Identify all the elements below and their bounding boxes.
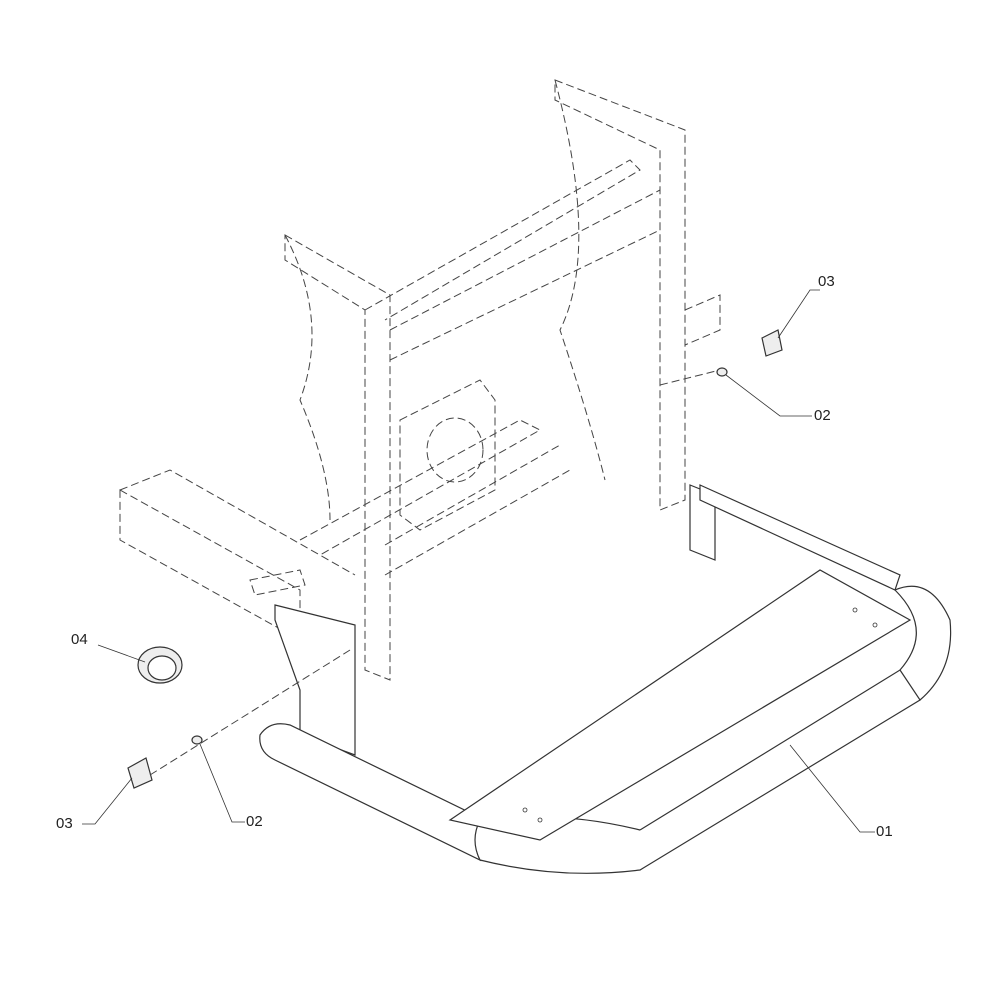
callout-04: 04 [71, 631, 88, 648]
bushing-04 [137, 646, 183, 684]
bolt-03-left [127, 757, 153, 789]
axis-line [149, 649, 351, 776]
washer-02-left [191, 735, 203, 745]
callout-02-right: 02 [814, 407, 831, 424]
frame-dashed [119, 79, 721, 681]
callout-02-left: 02 [246, 813, 263, 830]
footrest-assembly [259, 484, 952, 874]
callout-01: 01 [876, 823, 893, 840]
leader-lines [82, 289, 875, 833]
callout-03-right: 03 [818, 273, 835, 290]
bolt-03-right [761, 329, 783, 357]
washer-02-right [716, 367, 728, 377]
callout-03-left: 03 [56, 815, 73, 832]
